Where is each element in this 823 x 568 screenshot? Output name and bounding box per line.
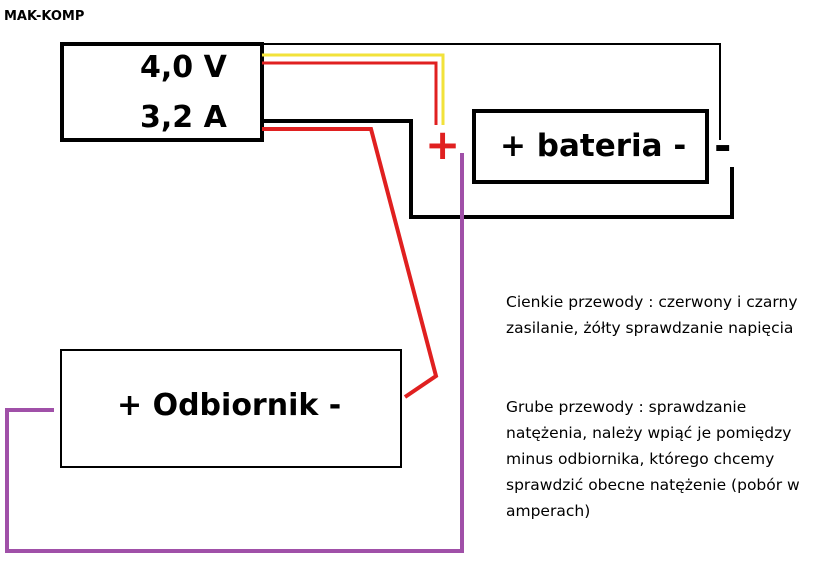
battery-plus-terminal: + [425, 120, 461, 169]
purple-wire [5, 153, 464, 553]
thin-black-wire [262, 43, 721, 140]
current-readout: 3,2 A [140, 100, 227, 135]
thin-red-wire [262, 61, 438, 125]
thick-black-wire [262, 119, 734, 219]
load-box [60, 349, 402, 468]
battery-box [472, 109, 709, 184]
battery-label: + bateria - [500, 128, 687, 164]
yellow-voltage-wire [262, 53, 445, 125]
thick-wires-note: Grube przewody : sprawdzanie natężenia, … [506, 398, 800, 520]
meter-box [60, 42, 264, 142]
thick-red-wire [262, 127, 439, 399]
brand-label: MAK-KOMP [4, 9, 85, 24]
battery-minus-terminal: - [714, 121, 732, 170]
voltage-readout: 4,0 V [140, 50, 227, 85]
load-label: + Odbiornik - [117, 388, 342, 423]
thin-wires-note: Cienkie przewody : czerwony i czarny zas… [506, 293, 798, 337]
